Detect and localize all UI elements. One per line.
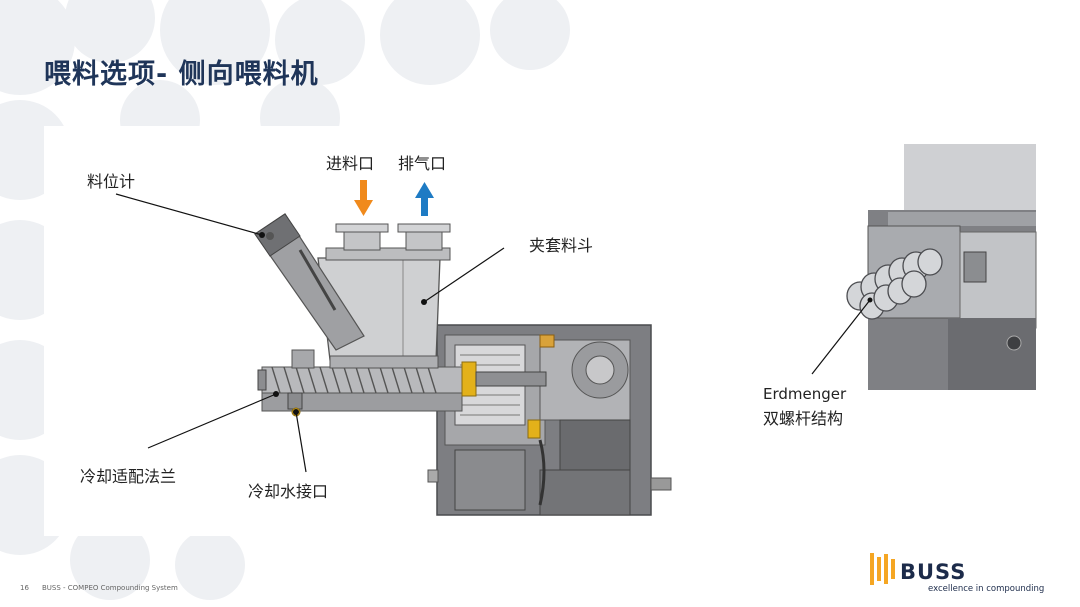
label-cooling-water-port: 冷却水接口 [248, 482, 329, 501]
leader-level-sensor [115, 193, 263, 236]
label-twin-screw: 双螺杆结构 [763, 409, 844, 428]
label-erdmenger: Erdmenger [763, 385, 847, 403]
label-cooling-flange: 冷却适配法兰 [80, 467, 177, 486]
page-number: 16 [20, 584, 29, 592]
leader-cooling-port [295, 411, 307, 473]
vent-arrow [415, 182, 434, 216]
brand-tagline: excellence in compounding [928, 584, 1045, 594]
label-vent-outlet: 排气口 [398, 154, 447, 173]
feed-arrow [354, 180, 373, 216]
brand-name: BUSS [900, 560, 967, 584]
screw-barrel [257, 349, 547, 417]
page-title: 喂料选项- 侧向喂料机 [44, 59, 319, 90]
label-level-sensor: 料位计 [87, 172, 136, 191]
twin-screw-photo [811, 144, 1037, 390]
level-sensor-shape [254, 213, 365, 351]
footer-text: BUSS - COMPEO Compounding System [42, 584, 178, 592]
leader-cooling-flange [147, 393, 277, 449]
leader-hopper [423, 247, 505, 303]
label-jacketed-hopper: 夹套料斗 [529, 236, 594, 255]
buss-logo-icon [870, 553, 895, 585]
gearbox-housing [427, 324, 672, 516]
label-feed-inlet: 进料口 [326, 154, 375, 173]
